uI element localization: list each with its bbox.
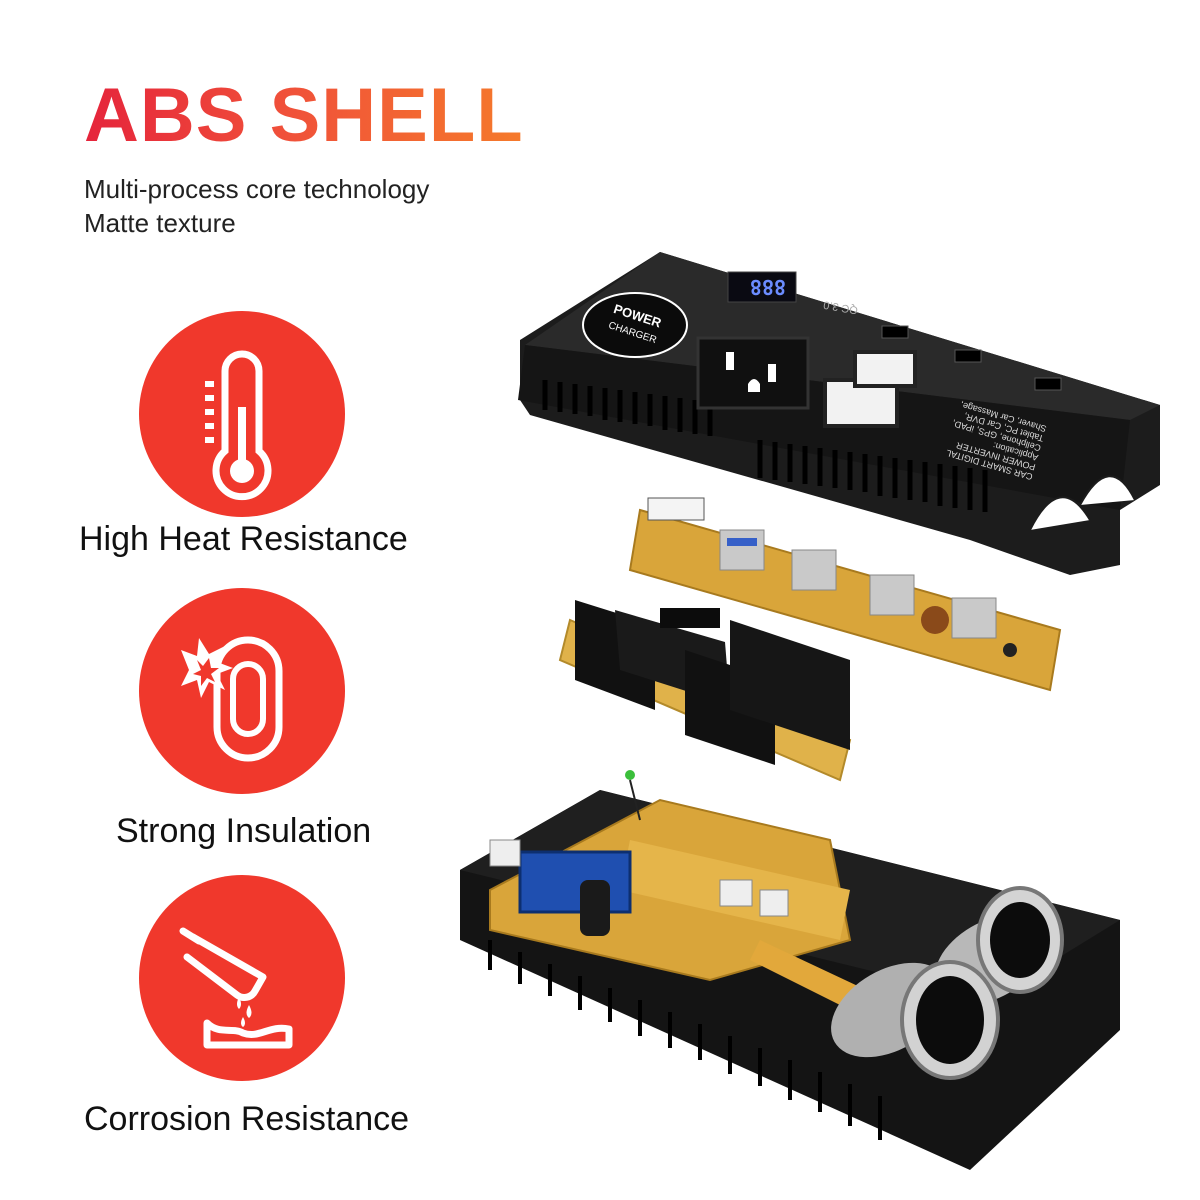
feature-label-insulation: Strong Insulation <box>116 812 372 850</box>
feature-label-heat: High Heat Resistance <box>79 520 408 558</box>
subtitle-line-1: Multi-process core technology <box>84 174 430 204</box>
product-exploded-view: POWER CHARGER 888 QC 3.0 CAR SMART DIGIT… <box>460 252 1160 1170</box>
page-title: ABS SHELL <box>84 73 524 158</box>
usb-pcb-board <box>628 497 1062 692</box>
test-tube-icon <box>179 927 293 1049</box>
cigarette-socket-2 <box>831 960 1000 1080</box>
subtitle: Multi-process core technology Matte text… <box>84 172 429 240</box>
qc-label: QC 3.0 <box>823 298 859 316</box>
inverter-spec-panel: CAR SMART DIGITAL POWER INVERTER Applica… <box>945 400 1048 482</box>
digital-display: 888 <box>750 275 786 299</box>
feature-label-corrosion: Corrosion Resistance <box>84 1100 410 1138</box>
ac-socket-board <box>558 600 852 782</box>
thermometer-icon <box>205 350 272 501</box>
heat-resistance-badge <box>139 311 345 517</box>
bottom-shell <box>460 770 1120 1170</box>
corrosion-resistance-badge <box>139 875 345 1081</box>
subtitle-line-2: Matte texture <box>84 208 236 238</box>
top-shell: POWER CHARGER 888 QC 3.0 CAR SMART DIGIT… <box>518 252 1160 575</box>
insulation-icon <box>181 636 283 762</box>
display-module <box>647 497 705 521</box>
insulation-badge <box>139 588 345 794</box>
